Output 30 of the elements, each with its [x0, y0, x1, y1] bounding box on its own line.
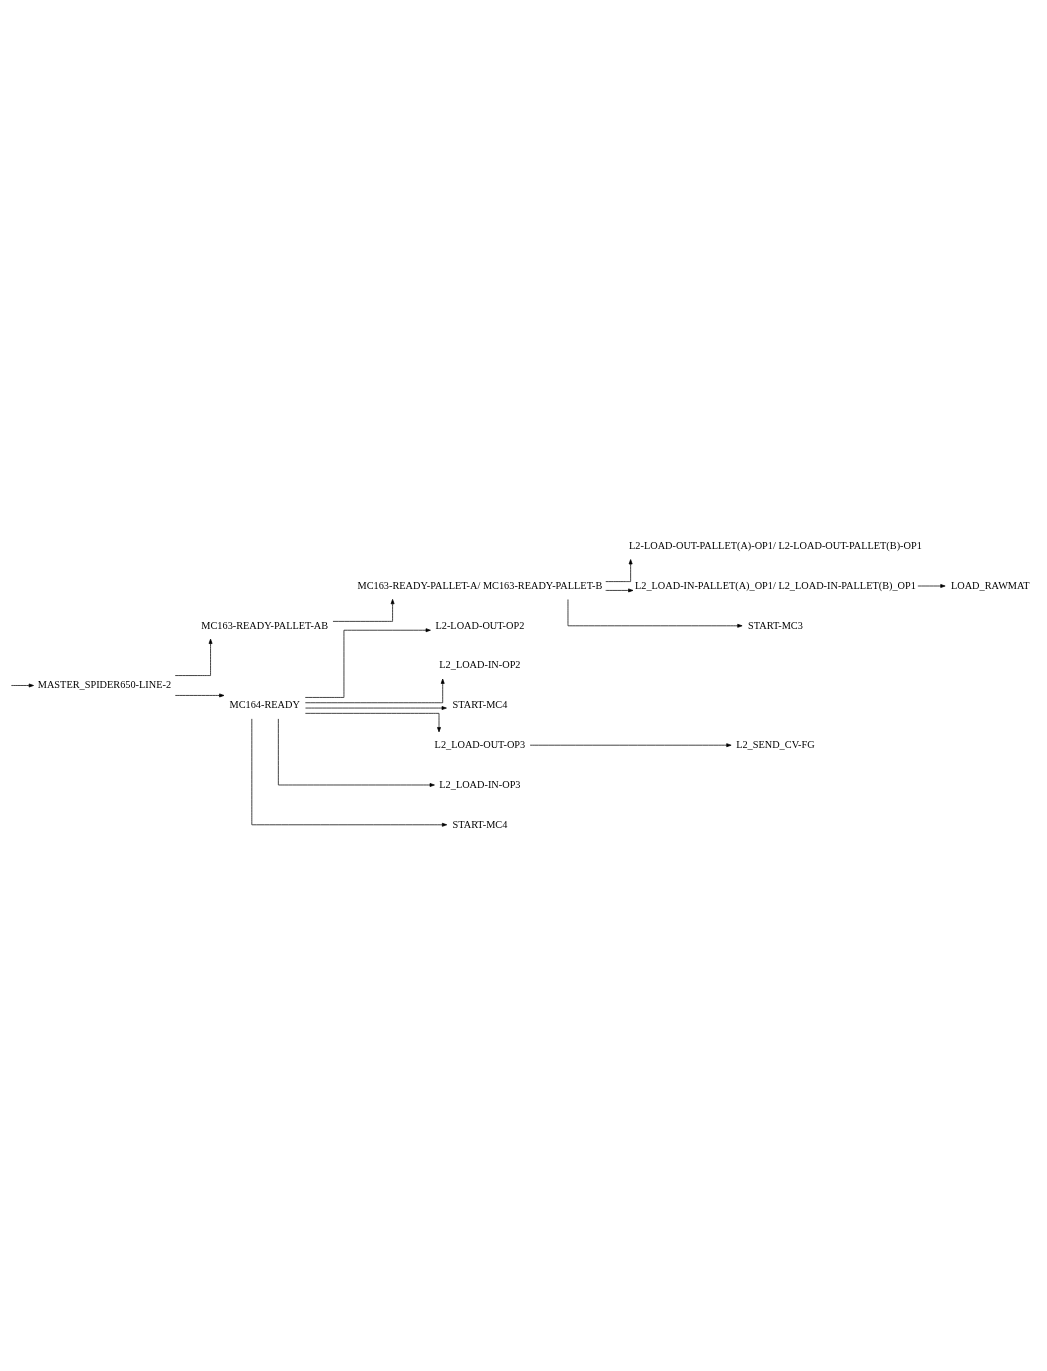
arrow [305, 713, 441, 733]
arrow [304, 678, 445, 704]
node-text: L2_LOAD-IN-OP2 [439, 659, 521, 671]
arrow [12, 683, 34, 688]
arrow [304, 628, 431, 698]
node-text: L2_LOAD-OUT-OP3 [434, 738, 526, 750]
arrow [174, 693, 225, 698]
node-text: MC163-READY-PALLET-A/ MC163-READY-PALLET-B [357, 579, 603, 591]
arrow [174, 638, 213, 676]
node-text: L2_SEND_CV-FG [736, 738, 815, 750]
node-text: MC163-READY-PALLET-AB [201, 619, 329, 631]
node-text: START-MC3 [748, 619, 803, 631]
node-text: L2-LOAD-OUT-PALLET(A)-OP1/ L2-LOAD-OUT-PALLET(B)-OP1 [629, 539, 922, 551]
node-text: L2_LOAD-IN-PALLET(A)_OP1/ L2_LOAD-IN-PALLET(B)_OP1 [634, 579, 916, 591]
arrow [605, 559, 633, 582]
node-text: START-MC4 [452, 699, 508, 711]
node-text: START-MC4 [452, 818, 508, 830]
arrow [605, 588, 634, 593]
arrow [305, 706, 447, 710]
node-text: MASTER_SPIDER650-LINE-2 [37, 679, 172, 691]
arrow [567, 599, 743, 628]
node-text: L2-LOAD-OUT-OP2 [435, 619, 525, 631]
arrow [251, 718, 448, 827]
node-text: MC164-READY [229, 699, 300, 711]
arrow [332, 599, 395, 622]
arrow [529, 743, 732, 748]
arrow [917, 584, 946, 588]
node-text: LOAD_RAWMAT [950, 579, 1030, 591]
node-text: L2_LOAD-IN-OP3 [439, 778, 521, 790]
arrow [278, 718, 435, 787]
